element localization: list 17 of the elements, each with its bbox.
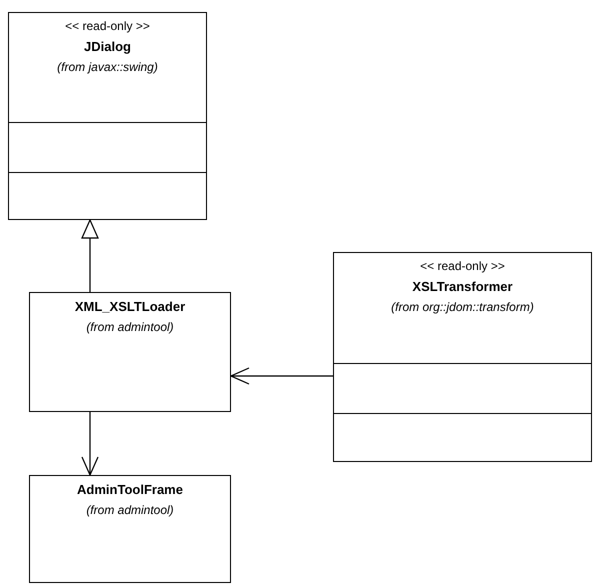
class-name: AdminToolFrame [76,482,184,497]
class-name: XML_XSLTLoader [74,299,186,314]
stereotype-label: << read-only >> [419,259,506,273]
class-box [29,292,231,412]
package-label: (from javax::swing) [56,60,159,74]
class-box [8,12,207,220]
package-label: (from admintool) [85,320,175,334]
package-label: (from org::jdom::transform) [390,300,535,314]
class-box [29,475,231,583]
association-arrow [81,412,99,476]
generalization-arrow [81,219,99,292]
class-name: JDialog [83,39,132,54]
stereotype-label: << read-only >> [64,19,151,33]
association-arrow [230,367,333,385]
class-box [333,252,592,462]
package-label: (from admintool) [85,503,175,517]
class-name: XSLTransformer [411,279,514,294]
